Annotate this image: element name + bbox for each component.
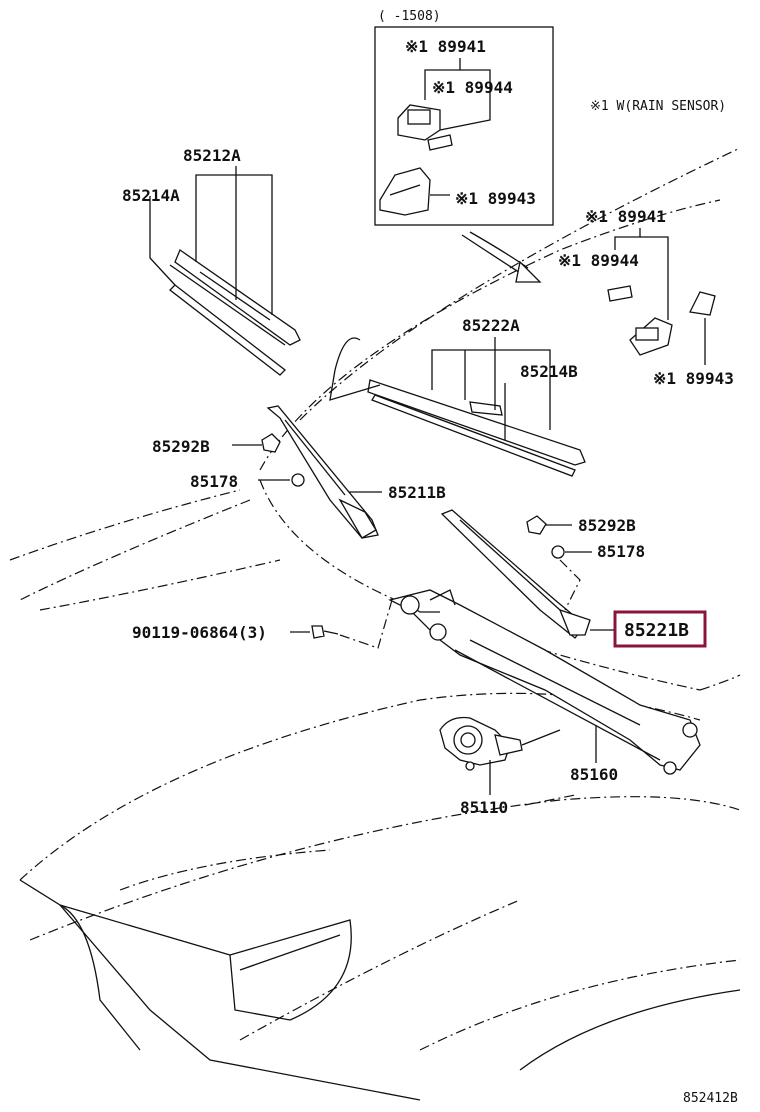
label-85178-left: 85178	[190, 472, 238, 491]
rain-sensor-inset: ( -1508) ※1 89941 ※1 89944 ※1 89943	[374, 9, 554, 226]
label-85292B-right: 85292B	[578, 516, 636, 535]
label-90119: 90119-06864(3)	[132, 623, 267, 642]
label-85214A: 85214A	[122, 186, 180, 205]
car-body-outline	[9, 147, 741, 1051]
label-85211B: 85211B	[388, 483, 446, 502]
wiper-linkage: 90119-06864(3) 85160	[132, 589, 701, 784]
sensor-pad-icon	[427, 134, 453, 151]
label-89944-right: ※1 89944	[558, 251, 639, 270]
label-89941-right: ※1 89941	[585, 207, 666, 226]
nut-icon-right	[551, 545, 565, 559]
bolt-icon	[311, 625, 339, 639]
footnote-label: ※1 W(RAIN SENSOR)	[590, 99, 726, 114]
inset-range-label: ( -1508)	[378, 9, 441, 24]
sensor-cover-icon-right	[689, 291, 716, 316]
sensor-cover-icon	[379, 167, 431, 216]
sensor-pad-icon-right	[607, 285, 633, 302]
label-85221B: 85221B	[624, 620, 689, 641]
rain-sensor-icon	[397, 104, 441, 141]
nut-icon-left	[291, 473, 305, 487]
label-85178-right: 85178	[597, 542, 645, 561]
label-85214B: 85214B	[520, 362, 578, 381]
label-85222A: 85222A	[462, 316, 520, 335]
left-wiper-arm: 85292B 85178 85211B	[152, 405, 446, 539]
inset-label-89941: ※1 89941	[405, 37, 486, 56]
cap-icon-left	[261, 433, 281, 453]
figure-id-label: 852412B	[683, 1091, 738, 1106]
highlight-box-85221B	[613, 610, 707, 648]
label-85110: 85110	[460, 798, 508, 817]
right-wiper-blade: 85222A 85214B	[329, 316, 586, 477]
right-wiper-arm: 85292B 85178 85221B	[440, 509, 707, 648]
label-85160: 85160	[570, 765, 618, 784]
label-85292B-left: 85292B	[152, 437, 210, 456]
label-85212A: 85212A	[183, 146, 241, 165]
rain-sensor-icon-right	[629, 317, 673, 356]
inset-label-89943: ※1 89943	[455, 189, 536, 208]
cap-icon-right	[526, 515, 547, 535]
wiper-motor: 85110	[439, 716, 576, 817]
front-bumper-outline	[19, 879, 741, 1101]
label-89943-right: ※1 89943	[653, 369, 734, 388]
left-wiper-blade: 85212A 85214A	[122, 146, 301, 376]
inset-arrow-icon	[461, 231, 542, 283]
inset-label-89944: ※1 89944	[432, 78, 513, 97]
rain-sensor-parts-right: ※1 89941 ※1 89944 ※1 89943	[558, 207, 734, 388]
